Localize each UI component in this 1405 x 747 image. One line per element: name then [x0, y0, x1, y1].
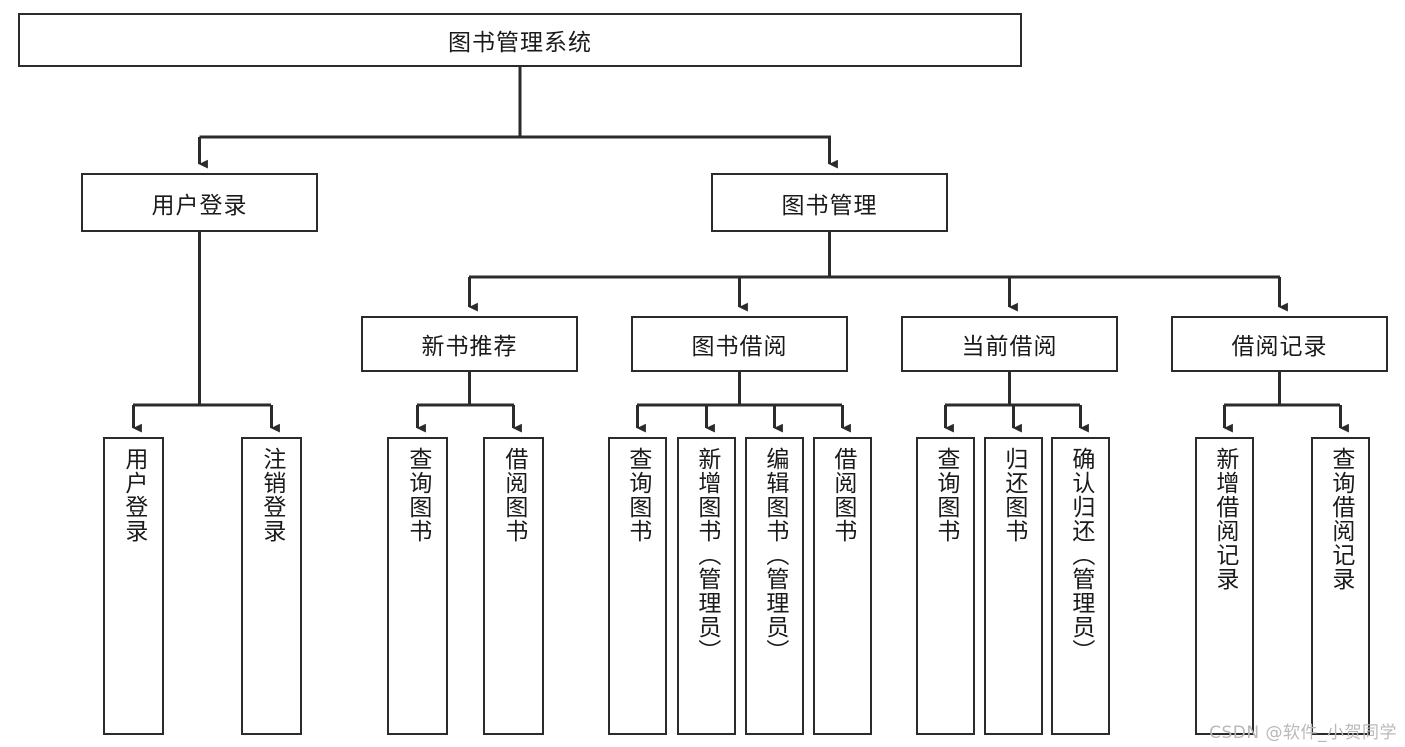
node-label: 查询图书: [624, 447, 651, 543]
leaf-add-book-admin[interactable]: 新增图书（管理员）: [677, 437, 736, 735]
leaf-query-book-borrow[interactable]: 查询图书: [608, 437, 667, 735]
node-label: 图书管理: [781, 192, 878, 219]
leaf-return-book[interactable]: 归还图书: [984, 437, 1043, 735]
node-label: 新书推荐: [421, 334, 518, 360]
leaf-logout[interactable]: 注销登录: [241, 437, 302, 735]
leaf-borrow-book[interactable]: 借阅图书: [813, 437, 872, 735]
node-label: 编辑图书（管理员）: [761, 447, 788, 663]
leaf-query-book-current[interactable]: 查询图书: [916, 437, 975, 735]
leaf-add-borrow-record[interactable]: 新增借阅记录: [1195, 437, 1254, 735]
leaf-user-login[interactable]: 用户登录: [103, 437, 164, 735]
node-label: 归还图书: [1000, 447, 1027, 543]
leaf-query-borrow-record[interactable]: 查询借阅记录: [1311, 437, 1370, 735]
node-label: 用户登录: [120, 447, 147, 543]
node-current-borrow[interactable]: 当前借阅: [901, 316, 1118, 372]
node-label: 用户登录: [151, 192, 248, 219]
node-label: 查询图书: [404, 447, 431, 543]
node-label: 确认归还（管理员）: [1067, 447, 1094, 663]
node-borrow-records[interactable]: 借阅记录: [1171, 316, 1388, 372]
node-root[interactable]: 图书管理系统: [18, 13, 1022, 67]
leaf-confirm-return-admin[interactable]: 确认归还（管理员）: [1051, 437, 1110, 735]
node-book-borrow[interactable]: 图书借阅: [631, 316, 848, 372]
node-label: 新增借阅记录: [1211, 447, 1238, 591]
node-label: 图书借阅: [691, 334, 788, 360]
node-label: 借阅记录: [1231, 334, 1328, 360]
node-new-book-recommend[interactable]: 新书推荐: [361, 316, 578, 372]
node-label: 查询借阅记录: [1327, 447, 1354, 591]
node-label: 注销登录: [258, 447, 285, 543]
node-label: 借阅图书: [500, 447, 527, 543]
csdn-watermark: CSDN @软件_小贺同学: [1209, 723, 1397, 743]
node-user-login[interactable]: 用户登录: [81, 173, 318, 232]
node-label: 查询图书: [932, 447, 959, 543]
node-label: 借阅图书: [829, 447, 856, 543]
node-book-management[interactable]: 图书管理: [711, 173, 948, 232]
node-label: 新增图书（管理员）: [693, 447, 720, 663]
node-label: 图书管理系统: [448, 30, 592, 56]
leaf-query-book-new[interactable]: 查询图书: [387, 437, 448, 735]
leaf-edit-book-admin[interactable]: 编辑图书（管理员）: [745, 437, 804, 735]
leaf-borrow-book-new[interactable]: 借阅图书: [483, 437, 544, 735]
node-label: 当前借阅: [961, 334, 1058, 360]
